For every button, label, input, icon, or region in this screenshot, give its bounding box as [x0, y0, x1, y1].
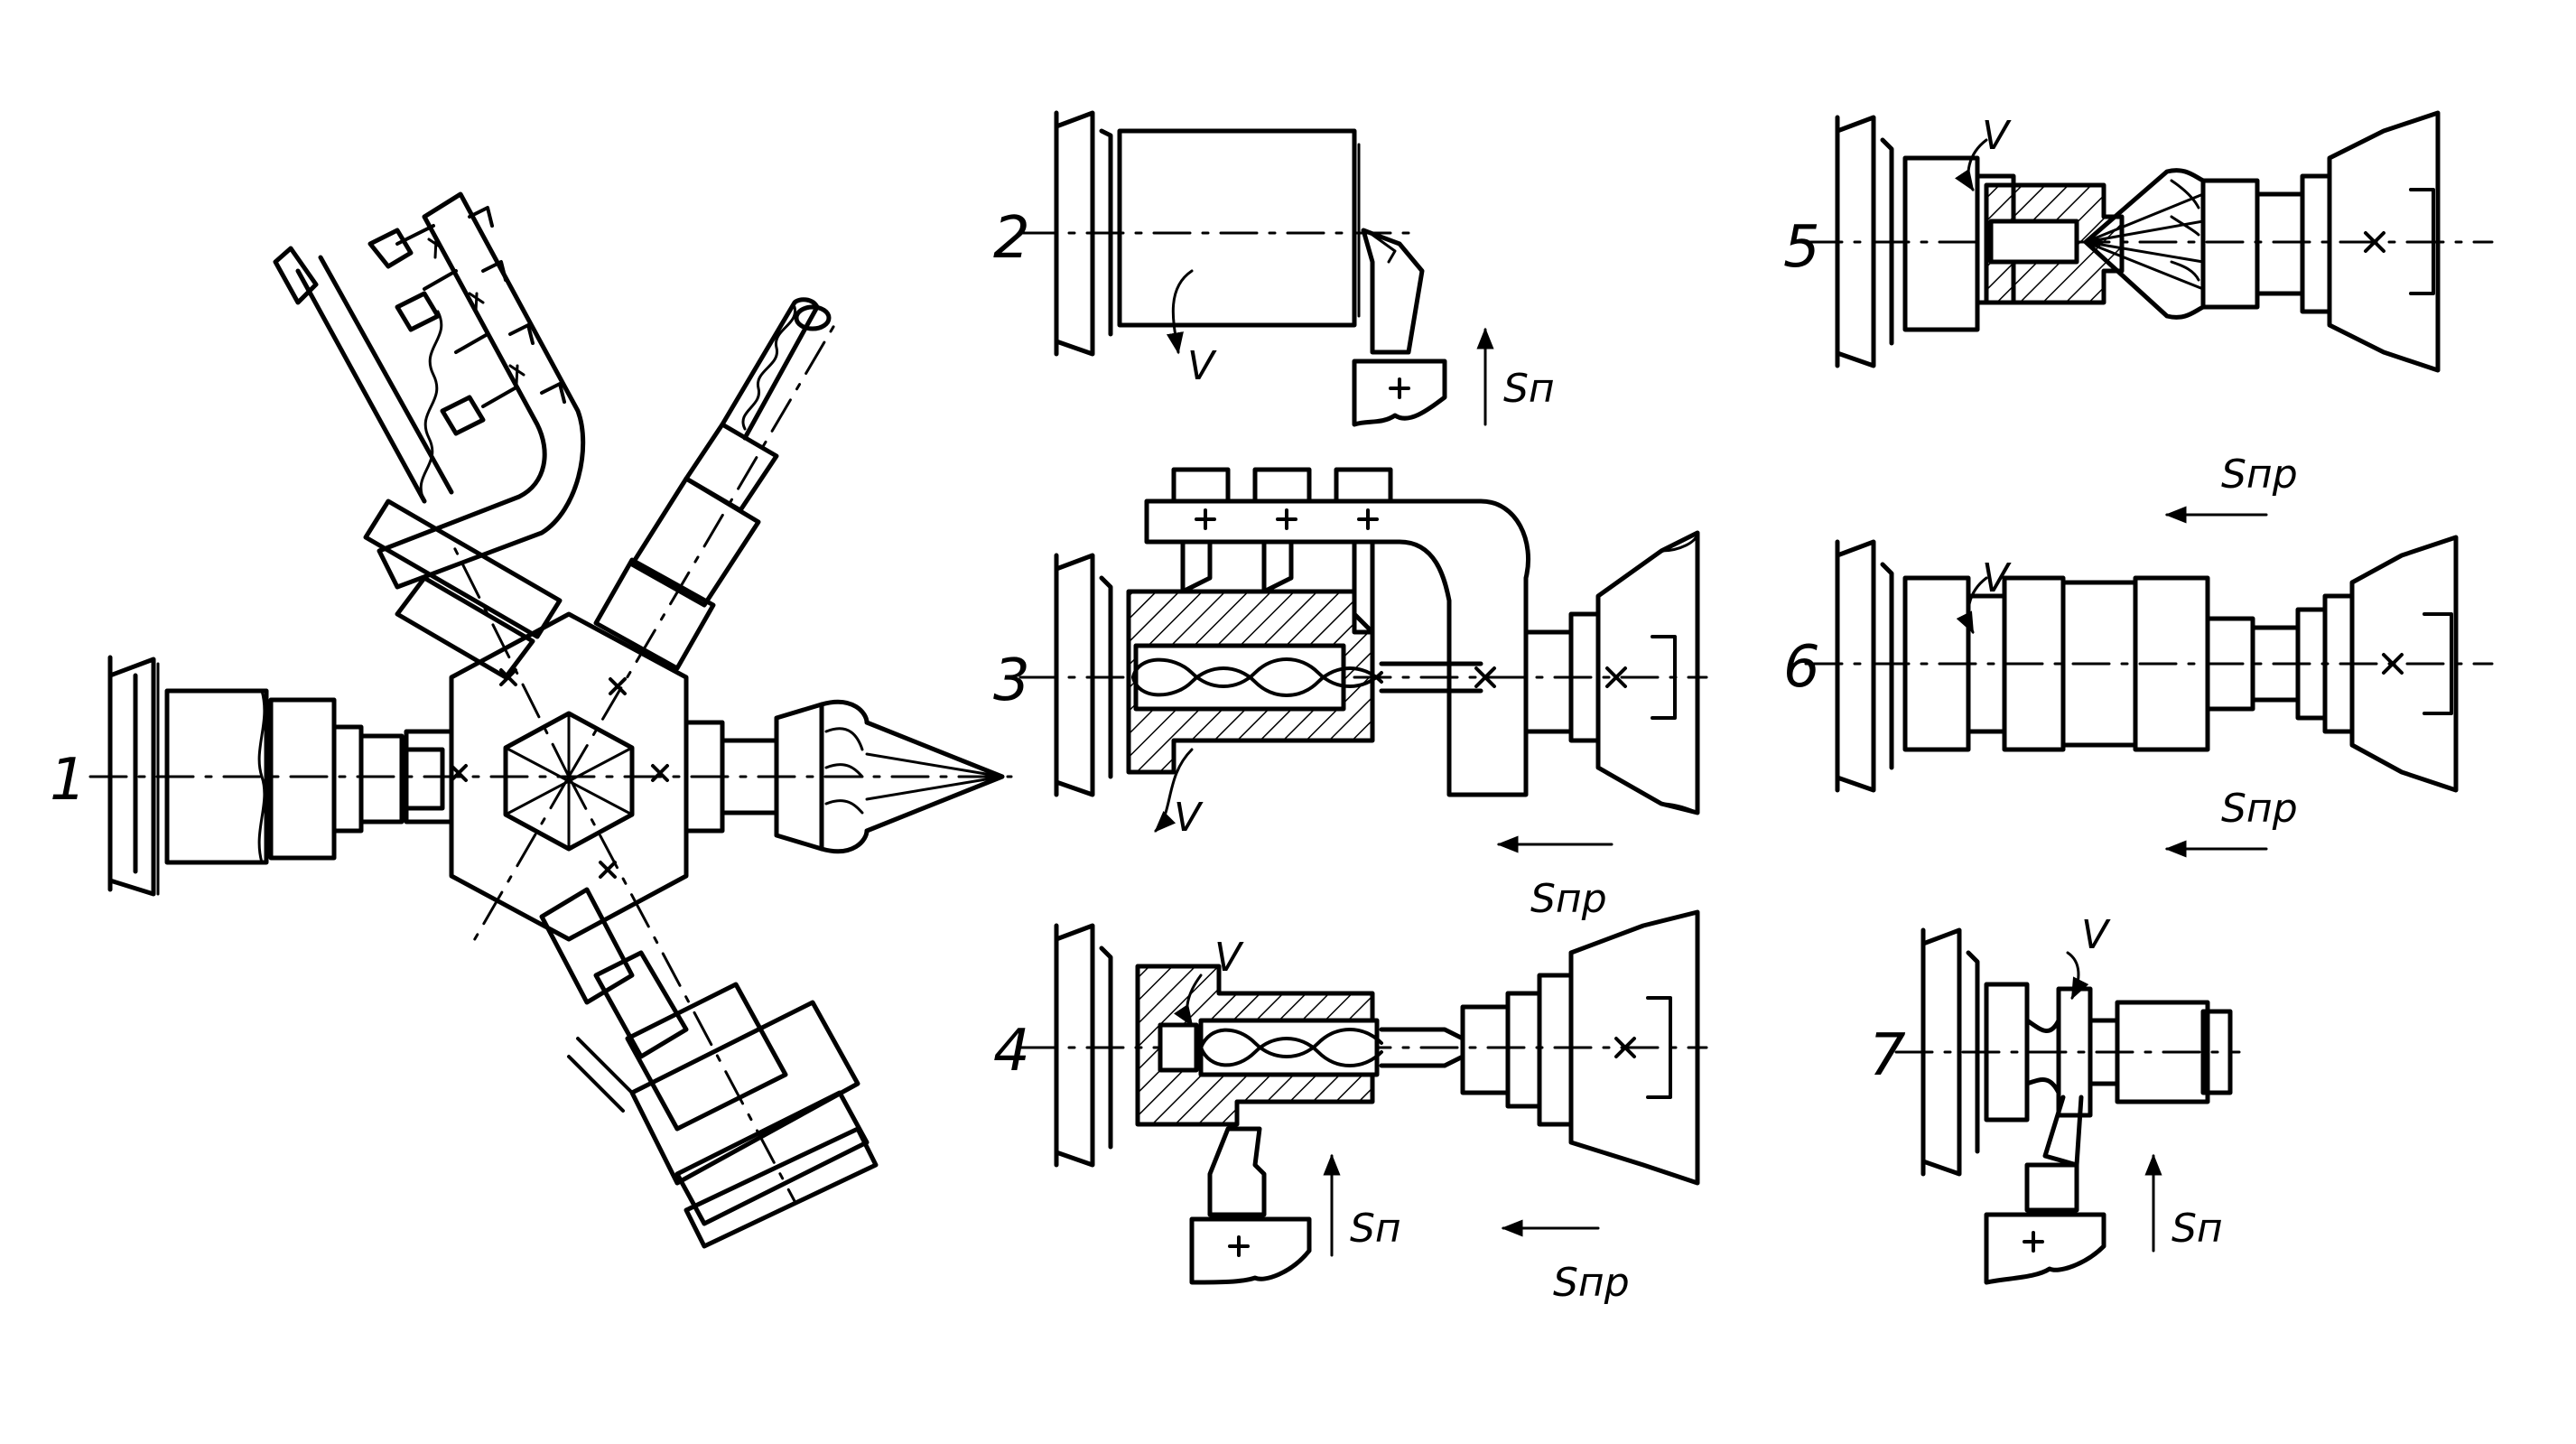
figure-7-feed-label: Sп [2171, 1206, 2223, 1252]
figure-7-cutting-off [1894, 927, 2241, 1285]
fig1-chuck [107, 655, 156, 897]
figure-7-rotation-label: V [2081, 912, 2111, 958]
figure-4-drilling-grooving [1018, 909, 1708, 1285]
figure-6-rotation-label: V [1982, 555, 2012, 601]
figure-1-number: 1 [50, 747, 87, 814]
figure-6-feed-label-top: Sпр [2221, 452, 2298, 498]
fig1-turret-hexagon [449, 611, 689, 942]
figure-labels: 1 2 V Sп 3 V Sпр 4 V Sп Sпр 5 V 6 V Sпр … [50, 113, 2298, 1306]
figure-4-rotation-label: V [1214, 935, 1244, 981]
figure-3-number: 3 [993, 647, 1030, 714]
figure-2-feed-label: Sп [1503, 366, 1555, 412]
figure-2-rotation-label: V [1187, 343, 1217, 389]
figure-2-number: 2 [993, 205, 1030, 272]
figure-3-drilling-turning [1018, 467, 1708, 853]
figure-6-number: 6 [1783, 634, 1820, 701]
figure-3-rotation-label: V [1174, 795, 1204, 841]
fig1-workpiece [164, 688, 269, 865]
figure-4-cross-feed-label: Sп [1350, 1206, 1401, 1252]
figure-3-feed-label: Sпр [1530, 876, 1607, 922]
figure-4-longitudinal-feed-label: Sпр [1553, 1260, 1630, 1306]
figure-6-feed-label-bottom: Sпр [2221, 786, 2298, 832]
figure-7-number: 7 [1869, 1022, 1906, 1089]
figure-6-turning [1804, 506, 2494, 858]
figure-1-turret-assembly [88, 191, 1013, 1249]
figure-4-number: 4 [993, 1018, 1030, 1085]
figure-2-transverse-turning [1018, 110, 1494, 427]
figure-5-number: 5 [1783, 214, 1820, 281]
figure-5-chamfering [1804, 110, 2494, 373]
figure-5-rotation-label: V [1982, 113, 2012, 159]
